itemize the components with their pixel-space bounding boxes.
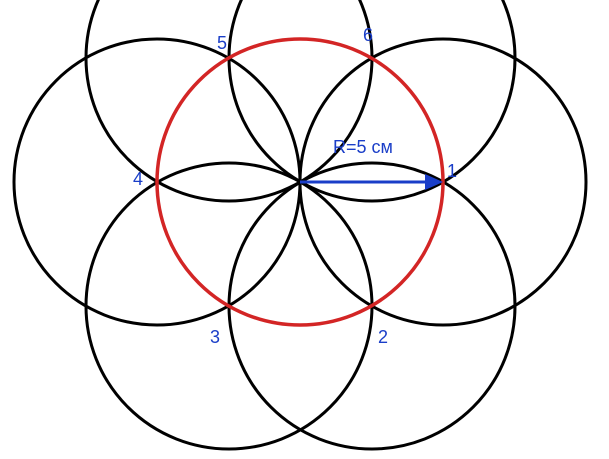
radius-label: R=5 см: [333, 137, 393, 157]
point-label-1: 1: [447, 161, 457, 181]
point-label-5: 5: [217, 33, 227, 53]
point-label-3: 3: [210, 327, 220, 347]
radius-arrow-head: [425, 174, 443, 190]
point-label-6: 6: [363, 25, 373, 45]
point-label-4: 4: [133, 169, 143, 189]
point-label-2: 2: [378, 327, 388, 347]
